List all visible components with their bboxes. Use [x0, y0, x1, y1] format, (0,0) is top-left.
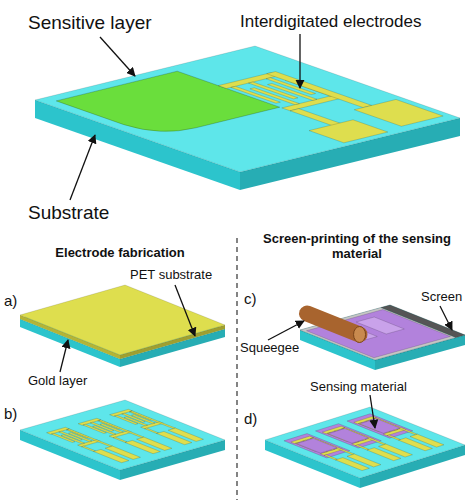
part-label: d) — [244, 410, 257, 427]
leader-line — [175, 285, 195, 336]
leader-line — [370, 395, 375, 428]
sensing-material — [297, 438, 338, 453]
pet-substrate-top — [300, 305, 465, 360]
contact-pad — [309, 120, 388, 143]
electrode-trace — [113, 437, 127, 442]
part-label: Screen — [421, 290, 462, 305]
leader-line — [440, 306, 452, 330]
contact-pad — [347, 454, 381, 467]
electrode-trace — [356, 445, 370, 450]
leader-line — [100, 37, 135, 76]
contact-pad — [105, 446, 140, 459]
electrode-trace — [130, 411, 175, 429]
gold-layer-top — [20, 285, 225, 355]
part-label: Sensitive layer — [28, 12, 152, 34]
substrate-top — [35, 46, 460, 172]
part-label: Sensing material — [310, 380, 407, 395]
part-label: PET substrate — [130, 268, 212, 283]
sensing-material — [328, 428, 369, 443]
part-label: Gold layer — [28, 374, 87, 389]
electrode-trace — [387, 435, 401, 440]
contact-pad — [354, 99, 443, 126]
screen-mesh — [306, 310, 450, 358]
section-heading: Electrode fabrication — [20, 246, 220, 261]
pet-substrate-top — [20, 400, 225, 470]
sensing-material — [360, 419, 401, 434]
part-label: c) — [244, 290, 257, 307]
leader-line — [70, 135, 95, 200]
electrode-finger — [93, 426, 117, 435]
pet-substrate-top — [265, 407, 465, 478]
contact-pad — [410, 434, 444, 447]
leader-line — [299, 34, 300, 88]
sensitive-layer — [56, 71, 280, 131]
section-heading: Screen-printing of the sensing material — [262, 232, 452, 262]
electrode-trace — [82, 446, 96, 451]
electrode-finger — [61, 435, 85, 444]
divider — [236, 238, 237, 500]
part-label: a) — [4, 292, 17, 309]
sensing-material — [347, 414, 413, 438]
electrode-trace — [324, 455, 338, 460]
contact-pad — [379, 444, 413, 457]
part-label: b) — [4, 405, 17, 422]
squeegee-end — [354, 327, 366, 343]
part-label: Substrate — [28, 202, 109, 224]
electrode-trace — [145, 428, 159, 433]
electrode-finger — [124, 417, 148, 426]
screen-frame — [300, 308, 456, 361]
squeegee-roller — [307, 314, 360, 335]
part-label: Squeegee — [240, 341, 299, 356]
part-label: Interdigitated electrodes — [240, 12, 421, 32]
screen-edge — [381, 305, 465, 338]
contact-pad — [168, 428, 203, 441]
leader-line — [268, 321, 304, 340]
contact-pad — [137, 437, 172, 450]
electrode-trace — [267, 72, 372, 108]
leader-line — [60, 340, 68, 372]
